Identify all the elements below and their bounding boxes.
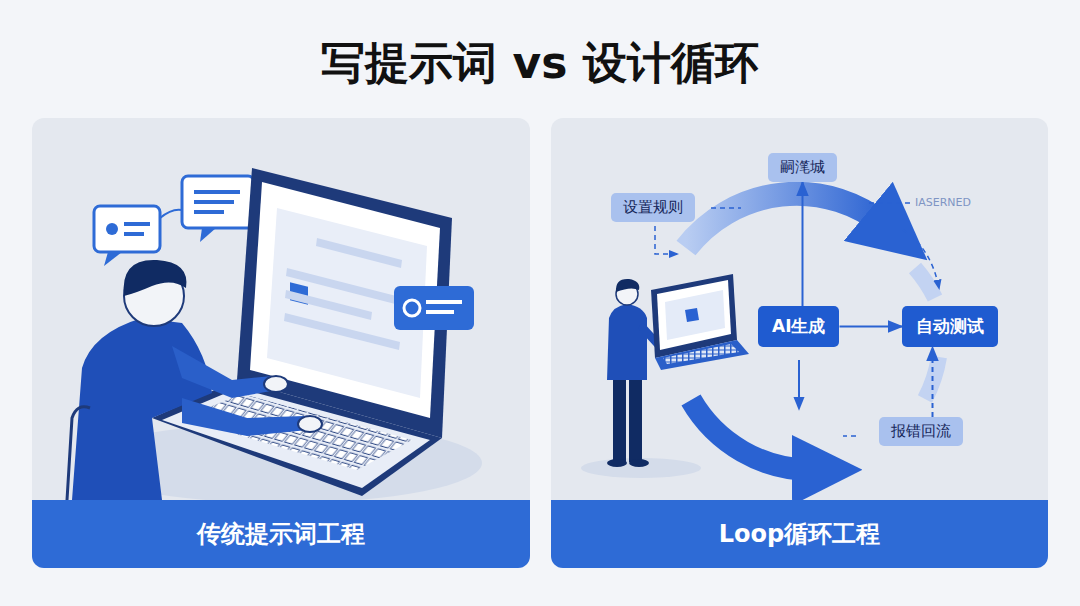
box-text: 嗣滗城 [780, 158, 825, 176]
note-label: IASERNED [915, 196, 971, 209]
panel-title: 传统提示词工程 [197, 518, 365, 550]
person-standing [607, 274, 749, 467]
panel-band: 传统提示词工程 [32, 500, 530, 568]
step-box: 嗣滗城 [768, 153, 837, 182]
panel: 传统提示词工程 [32, 118, 530, 568]
dashed-leaders [655, 203, 939, 436]
box-text: 报错回流 [891, 422, 951, 440]
box-text: AI生成 [772, 316, 825, 336]
process-box: AI生成 [758, 306, 839, 347]
step-box: 设置规则 [611, 193, 695, 222]
title: 写提示词 vs 设计循环 [0, 34, 1080, 93]
box-text: 自动测试 [916, 316, 984, 336]
speech-bubbles [94, 176, 254, 266]
step-box: 报错回流 [879, 417, 963, 446]
laptop [152, 168, 474, 496]
panel-band: Loop循环工程 [551, 500, 1048, 568]
panel-title: Loop循环工程 [719, 518, 880, 550]
panel: Loop循环工程 设置规则 嗣滗城 AI生成 自动测试报错回流 IASERNED [551, 118, 1048, 568]
connector-arrow [932, 347, 934, 417]
connector-arrow [802, 182, 804, 306]
connector-arrow [839, 326, 902, 328]
person-seated [67, 260, 322, 500]
process-box: 自动测试 [902, 306, 998, 347]
box-text: 设置规则 [623, 198, 683, 216]
